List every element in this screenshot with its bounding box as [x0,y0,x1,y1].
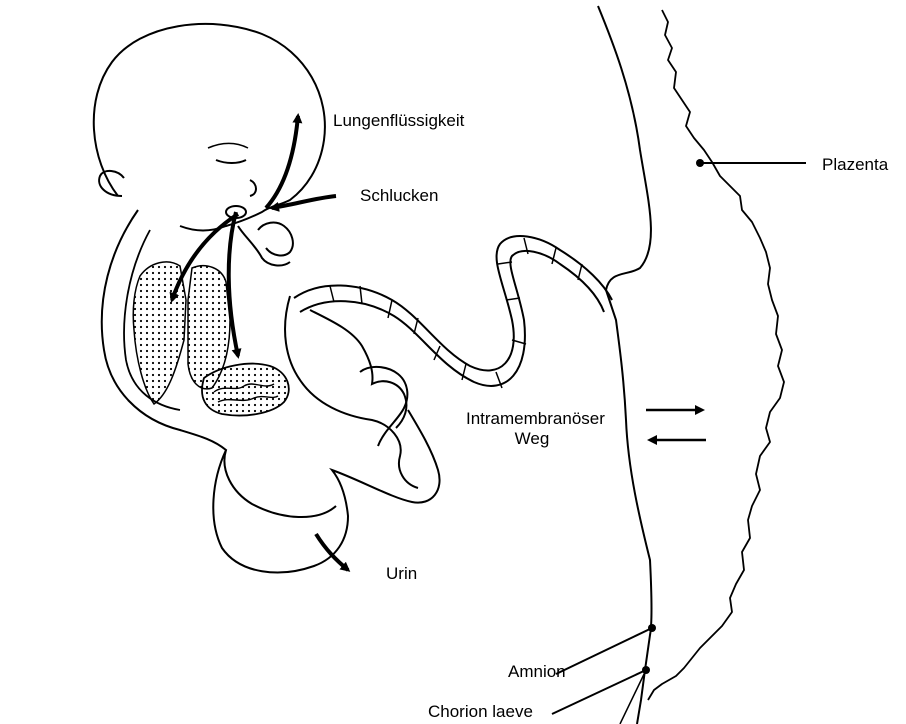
fetus-arm [238,226,290,265]
fetus-head [94,24,325,231]
label-swallowing: Schlucken [360,186,438,206]
chorion-leader-line [552,670,646,714]
umbilical-cord-outer [294,236,612,370]
fetus-hand [258,223,293,256]
label-intramembranous-pathway: Intramembranöser Weg [466,409,598,449]
uterine-membrane-line [598,6,652,724]
fetus-lower-leg [224,450,336,517]
label-amnion: Amnion [508,662,566,682]
fetus-leg [310,310,406,428]
placenta-outline [648,10,784,700]
fetus-foot [360,367,407,446]
amnion-leader-line [556,628,652,674]
label-chorion-laeve: Chorion laeve [428,702,533,722]
fetus-ear [99,171,124,196]
fetus-brow [208,144,248,149]
label-lung-fluid: Lungenflüssigkeit [333,111,464,131]
label-intramembranous-line1: Intramembranöser [466,409,605,428]
label-intramembranous-line2: Weg [515,429,550,448]
label-urine: Urin [386,564,417,584]
fetus-thigh [285,296,418,488]
fetus-intestine [202,364,289,416]
intramembranous-arrows [646,410,706,440]
cord-twist-marks [330,238,582,388]
fetus-eye [216,160,246,163]
umbilical-cord-inner [300,251,604,386]
label-placenta: Plazenta [822,155,888,175]
fetus-nose [250,180,256,196]
